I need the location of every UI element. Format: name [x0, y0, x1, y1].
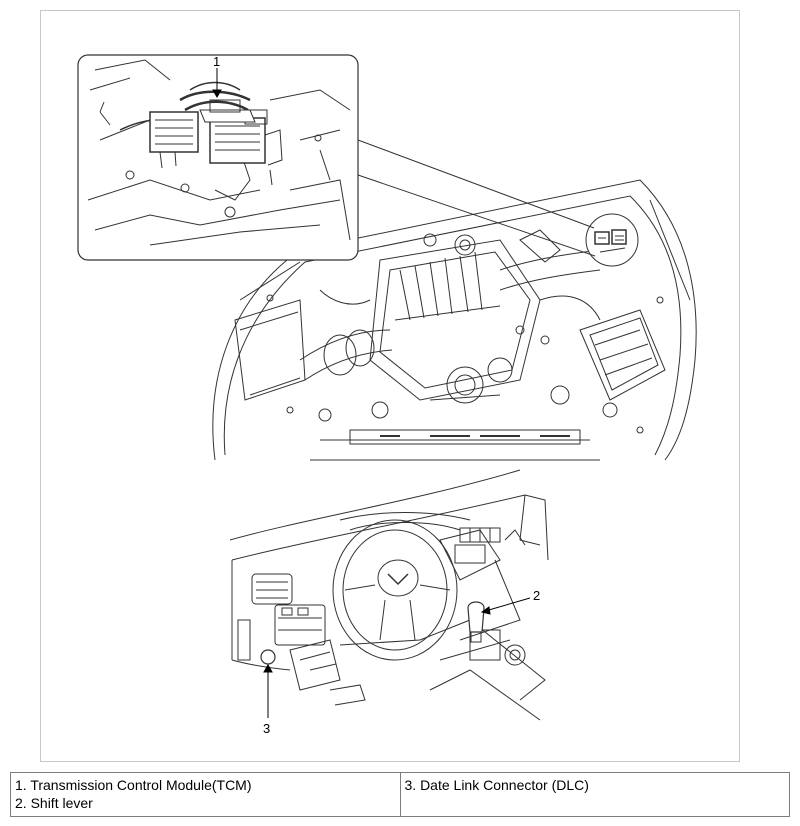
- dlc-callout-arrowhead: [263, 663, 273, 673]
- zoom-connector-line: [357, 139, 595, 229]
- shift-lever-callout-line: [481, 597, 531, 613]
- illustration: 1 2 3: [77, 54, 697, 736]
- engine-bay-illustration: [212, 179, 697, 461]
- dlc-port: [260, 649, 276, 665]
- callout-3-label: 3: [263, 721, 270, 736]
- legend-left-cell: 1. Transmission Control Module(TCM) 2. S…: [10, 772, 401, 817]
- callout-1-label: 1: [213, 54, 220, 69]
- zoom-connector-line: [357, 174, 596, 257]
- tcm-callout-arrowhead: [212, 89, 222, 99]
- shift-lever-knob: [467, 601, 485, 633]
- legend-right-cell: 3. Date Link Connector (DLC): [399, 772, 790, 817]
- tcm-inset-illustration: [87, 59, 351, 246]
- legend-item-tcm: 1. Transmission Control Module(TCM): [15, 777, 252, 793]
- callout-2-label: 2: [533, 588, 540, 603]
- tcm-location-detail: [594, 229, 627, 253]
- legend-row: 1. Transmission Control Module(TCM) 2. S…: [10, 772, 790, 817]
- legend-item-shift-lever: 2. Shift lever: [15, 795, 93, 811]
- legend-item-dlc: 3. Date Link Connector (DLC): [404, 777, 589, 793]
- legend-table: 1. Transmission Control Module(TCM) 2. S…: [10, 772, 790, 817]
- shift-lever-callout-arrowhead: [480, 606, 491, 615]
- interior-illustration: [229, 469, 549, 721]
